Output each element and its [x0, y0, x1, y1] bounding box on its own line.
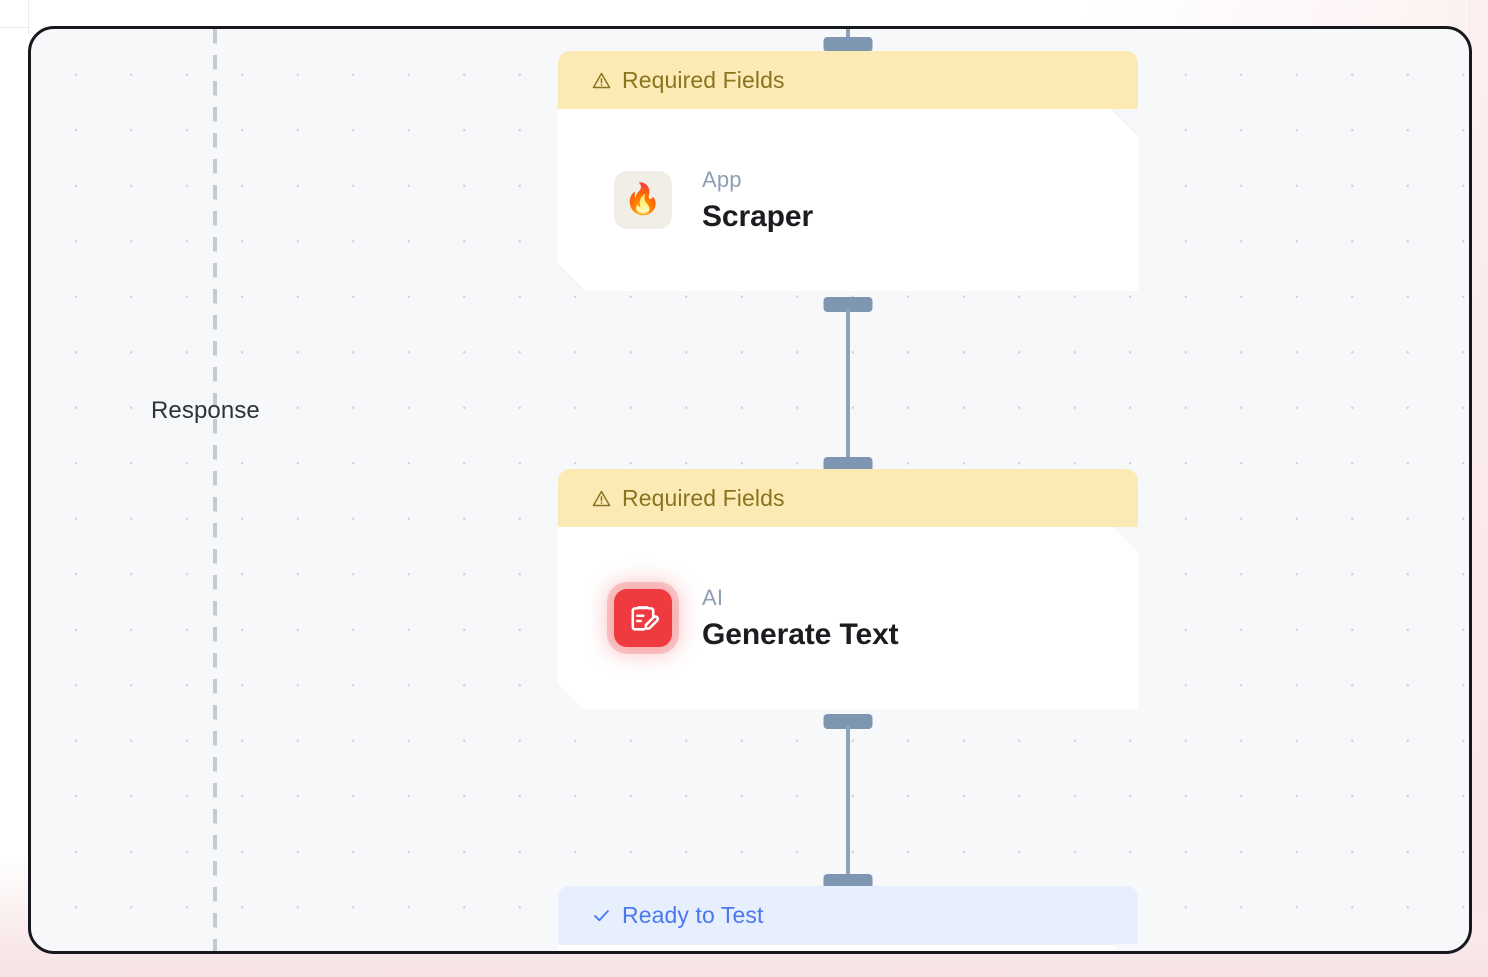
connector-handle-bottom-scraper[interactable] [823, 297, 873, 312]
node-card-scraper[interactable]: 🔥 App Scraper [558, 109, 1138, 291]
node-card-face [558, 945, 1138, 954]
node-ready-to-test[interactable]: Ready to Test [558, 886, 1138, 954]
connector-handle-top-ready[interactable] [823, 874, 873, 889]
node-title-scraper: Scraper [702, 199, 814, 233]
node-content-scraper: 🔥 App Scraper [614, 167, 813, 234]
connector-handle-bottom-generate-text[interactable] [823, 714, 873, 729]
connector-handle-top-generate-text[interactable] [823, 457, 873, 472]
node-status-banner-generate-text: Required Fields [558, 469, 1138, 527]
node-title-generate-text: Generate Text [702, 617, 899, 651]
warning-triangle-icon [590, 69, 612, 91]
flame-icon: 🔥 [614, 171, 672, 229]
node-status-label-generate-text: Required Fields [622, 484, 785, 511]
node-status-label-ready: Ready to Test [622, 901, 764, 928]
node-text-generate-text: AI Generate Text [702, 585, 899, 652]
warning-triangle-icon [590, 487, 612, 509]
node-status-banner-ready: Ready to Test [558, 886, 1138, 944]
node-content-generate-text: AI Generate Text [614, 585, 899, 652]
panel-seam-left [28, 0, 29, 34]
node-generate-text[interactable]: Required Fields [558, 469, 1138, 709]
clipboard-pencil-icon [614, 589, 672, 647]
panel-seam-right [1469, 0, 1470, 34]
lane-label-response: Response [151, 397, 260, 424]
panel-seam-top [0, 27, 30, 28]
connector-handle-top-scraper[interactable] [823, 37, 873, 52]
edge-line-incoming [846, 29, 850, 43]
lane-divider [213, 29, 217, 951]
edge-line-scraper-to-generate-text [846, 309, 850, 464]
flame-icon-glyph: 🔥 [624, 183, 662, 216]
node-status-label-scraper: Required Fields [622, 66, 785, 93]
node-card-generate-text[interactable]: AI Generate Text [558, 527, 1138, 709]
check-icon [590, 904, 612, 926]
node-card-ready[interactable] [558, 944, 1138, 954]
node-scraper[interactable]: Required Fields 🔥 App Scraper [558, 51, 1138, 291]
node-status-banner-scraper: Required Fields [558, 51, 1138, 109]
node-kicker-generate-text: AI [702, 584, 724, 610]
node-kicker-scraper: App [702, 166, 742, 192]
edge-line-generate-text-to-ready [846, 726, 850, 881]
node-text-scraper: App Scraper [702, 167, 813, 234]
workflow-canvas[interactable]: Response Required Fields [28, 26, 1472, 954]
